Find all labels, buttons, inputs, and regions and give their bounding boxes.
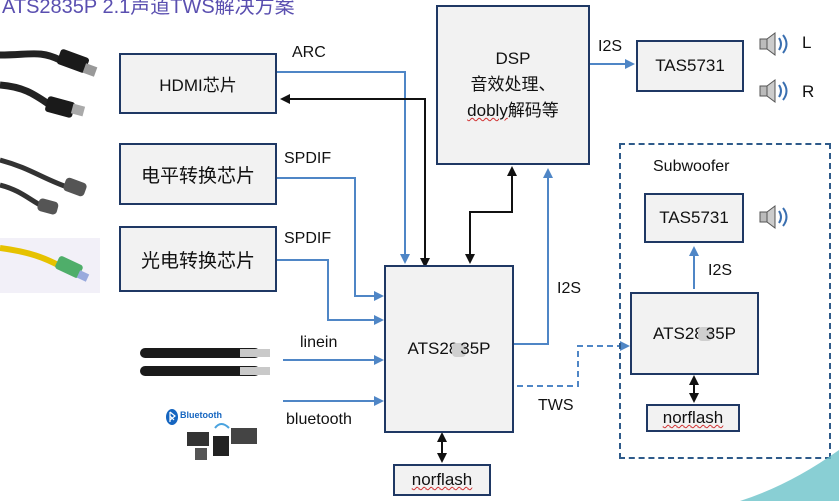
bluetooth-label: bluetooth: [286, 411, 352, 428]
wire-tws: [517, 341, 630, 387]
wire-ats-dsp: [465, 166, 517, 264]
ats-main-label-b: 35P: [460, 339, 491, 358]
norflash-sub-box: norflash: [646, 404, 740, 432]
coax-cable-image: [0, 157, 87, 215]
norflash-main-label: norflash: [411, 470, 473, 489]
optical-cable-image: [0, 238, 100, 293]
spdif-label-1: SPDIF: [284, 150, 332, 167]
norflash-sub-label: norflash: [662, 408, 724, 427]
wire-ats-to-hdmi: [280, 94, 430, 268]
optical-chip-box: 光电转换芯片: [119, 226, 277, 292]
tws-label: TWS: [538, 397, 574, 414]
hdmi-chip-box: HDMI芯片: [119, 53, 277, 114]
hdmi-chip-label: HDMI芯片: [159, 76, 237, 95]
wire-spdif-2: [277, 259, 384, 325]
i2s-sub-label: I2S: [708, 262, 733, 279]
corner-decoration: [740, 450, 839, 501]
speaker-r-icon: [759, 79, 788, 103]
tas5731-sub-label: TAS5731: [659, 208, 729, 227]
audio-jack-image: [140, 348, 270, 376]
dsp-line3-b: 解码等: [507, 101, 559, 120]
subwoofer-frame: [619, 143, 831, 459]
norflash-main-box: norflash: [393, 464, 491, 496]
dsp-line3-a: dobly: [467, 101, 508, 120]
tas5731-sub-box: TAS5731: [644, 193, 744, 243]
spdif-label-2: SPDIF: [284, 230, 332, 247]
i2s-dsp-label: I2S: [598, 38, 623, 55]
level-shift-chip-box: 电平转换芯片: [119, 143, 277, 205]
wire-spdif-1: [277, 177, 384, 301]
chip-icon: [697, 327, 712, 342]
chip-icon: [452, 342, 467, 357]
bluetooth-logo-text: Bluetooth: [180, 410, 222, 420]
ats-sub-label-a: ATS28: [653, 323, 704, 343]
speaker-sub-icon: [759, 205, 788, 229]
dsp-box: DSP 音效处理、 dobly解码等: [436, 5, 590, 165]
hdmi-cable-image: [0, 49, 98, 118]
tas5731-main-label: TAS5731: [655, 56, 725, 75]
ats-sub-label-b: 35P: [705, 323, 736, 343]
optical-chip-label: 光电转换芯片: [140, 250, 255, 272]
bluetooth-icon: [166, 409, 257, 460]
speaker-l-label: L: [802, 33, 812, 52]
ats-main-label-a: ATS28: [407, 339, 459, 358]
linein-label: linein: [300, 334, 338, 351]
i2s-main-label: I2S: [557, 280, 582, 297]
subwoofer-title: Subwoofer: [653, 158, 730, 175]
level-shift-chip-label: 电平转换芯片: [140, 165, 255, 187]
speaker-r-label: R: [802, 82, 815, 101]
wire-i2s-ats-dsp: [514, 168, 553, 345]
arc-label: ARC: [292, 44, 326, 61]
speaker-l-icon: [759, 32, 788, 56]
page-title: ATS2835P 2.1声道TWS解决方案: [2, 0, 295, 18]
dsp-line2: 音效处理、: [470, 75, 556, 94]
tas5731-main-box: TAS5731: [636, 40, 744, 92]
dsp-title: DSP: [495, 49, 531, 68]
bluetooth-devices-image: Bluetooth: [165, 408, 270, 463]
